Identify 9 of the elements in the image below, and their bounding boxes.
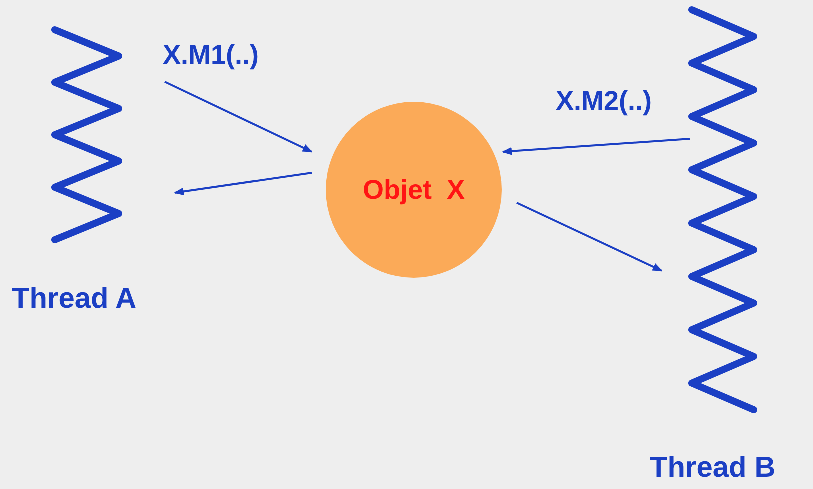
arrow: [174, 172, 312, 196]
arrow: [516, 202, 663, 272]
edge-label: X.M1(..): [163, 42, 260, 69]
arrow: [502, 138, 690, 156]
arrow: [164, 81, 313, 153]
edge-label: X.M2(..): [556, 88, 652, 115]
object-label: Objet X: [362, 174, 465, 206]
thread-label: Thread B: [650, 452, 776, 485]
thread-label: Thread A: [12, 283, 137, 316]
